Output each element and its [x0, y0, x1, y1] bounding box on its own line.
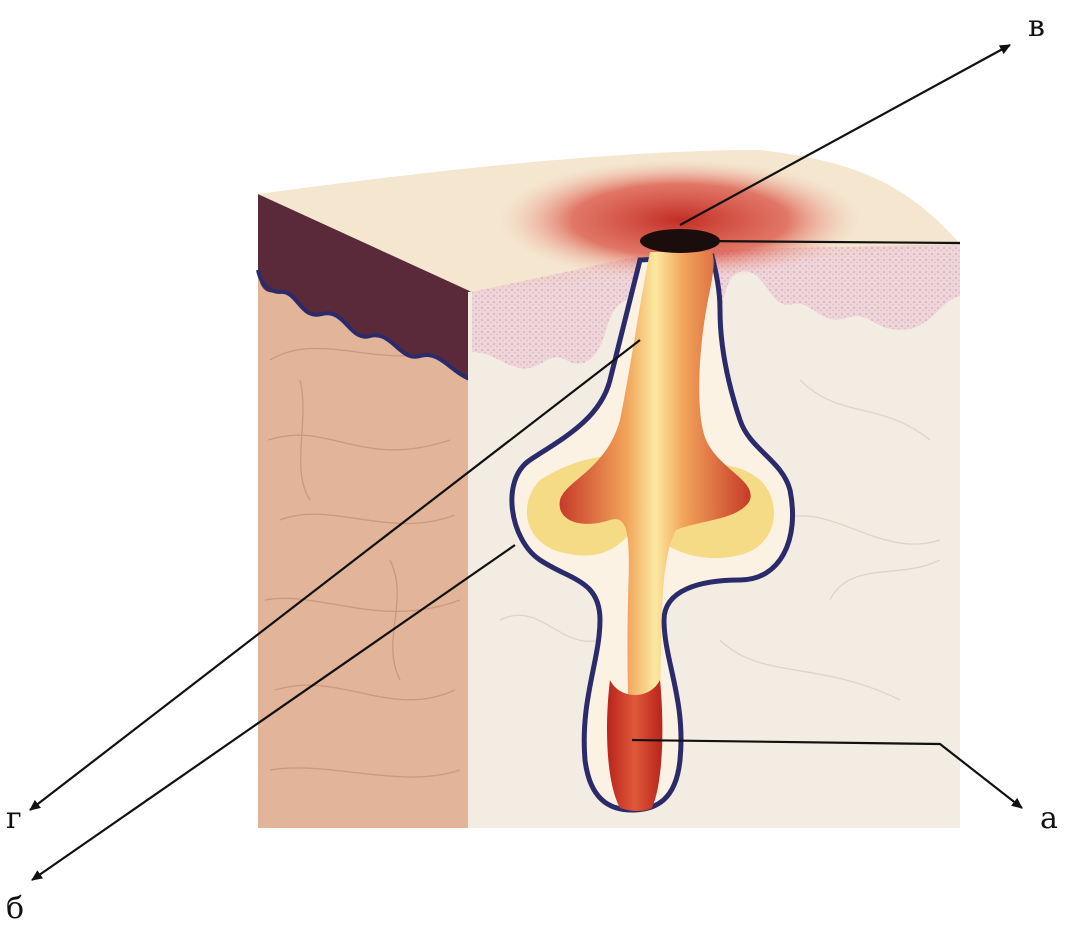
- label-b: б: [6, 894, 24, 924]
- label-a: а: [1040, 804, 1058, 834]
- label-g: г: [6, 804, 22, 834]
- follicle-bulb: [607, 680, 662, 811]
- label-v: в: [1028, 12, 1045, 42]
